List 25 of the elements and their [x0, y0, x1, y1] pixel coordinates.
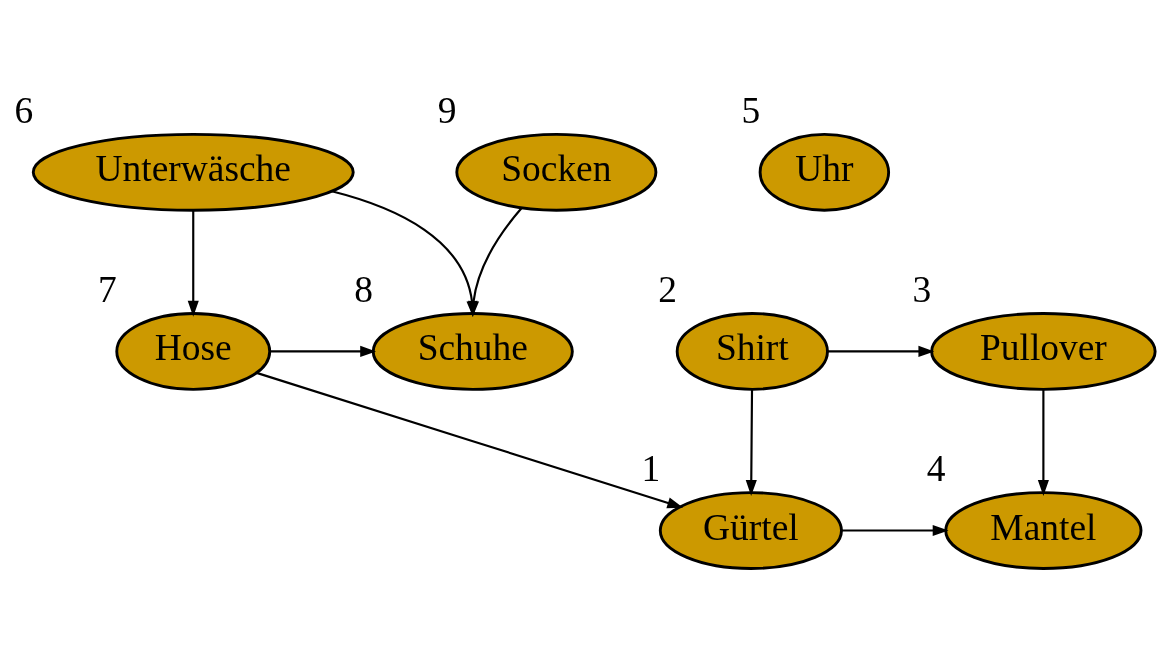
- node-label: 3: [912, 268, 932, 310]
- node-ellipse: Gürtel: [658, 491, 843, 570]
- node-label: 1: [641, 448, 661, 490]
- node-ellipse: Schuhe: [371, 312, 574, 391]
- node-label: 4: [926, 448, 946, 490]
- arrow: [1037, 389, 1049, 496]
- node-label: 6: [14, 89, 34, 131]
- node-ellipse: Shirt: [675, 312, 829, 391]
- node-ellipse: Hose: [115, 312, 272, 391]
- node-ellipse: Pullover: [930, 312, 1157, 391]
- node-label: 7: [98, 268, 117, 310]
- node-ellipse: Unterwäsche: [31, 132, 355, 212]
- node-ellipse: Mantel: [944, 491, 1143, 570]
- node-label: 2: [658, 268, 677, 310]
- node-label: 8: [354, 268, 373, 310]
- arrow: [269, 345, 377, 357]
- arrow: [841, 525, 949, 537]
- arrow: [187, 210, 199, 317]
- arrow: [256, 371, 684, 509]
- node-ellipse: Socken: [455, 132, 658, 212]
- node-label: 9: [437, 89, 457, 131]
- arrow: [827, 345, 935, 357]
- node-label: 5: [741, 89, 761, 131]
- node-ellipse: Uhr: [758, 132, 891, 212]
- arrow: [745, 389, 757, 496]
